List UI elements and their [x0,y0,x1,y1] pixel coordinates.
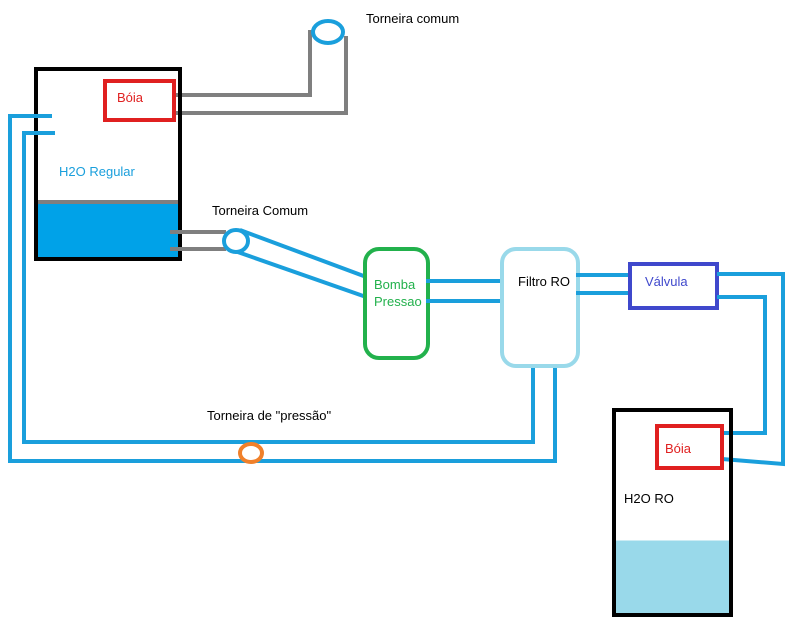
faucet-pump-pipe-upper [239,228,370,280]
pressure-pump [363,247,430,360]
filter-to-valve-pipes [576,273,630,295]
pump-label-line1: Bomba [374,277,416,292]
ro-filter [500,247,580,368]
valve-ro-pipe-inner [717,295,767,435]
regular-water-fill [36,202,180,259]
valve-to-ro-tank-pipes [717,272,785,467]
right-float-label: Bóia [665,441,692,456]
mid-faucet-label: Torneira Comum [212,203,308,218]
faucet-to-pump-pipes [231,228,370,300]
gray-outlet-pipes [170,230,226,251]
gray-pipe-upper [170,30,312,97]
valve [628,262,719,310]
regular-tank [34,67,182,261]
h2o-ro-label: H2O RO [624,491,674,506]
top-faucet-label: Torneira comum [366,11,459,26]
left-float-box [103,79,176,122]
outer-return-pipe [8,114,557,463]
valve-ro-pipe-outer [717,272,785,467]
right-float-box [655,424,724,470]
pump-label-line2: Pressao [374,294,422,309]
pump-to-filter-pipes [426,279,503,303]
ro-water-fill [614,542,731,615]
ro-tank [612,408,733,617]
left-return-pipes [8,114,557,463]
pressure-faucet-icon [238,442,264,464]
gray-pipe-lower [170,36,348,115]
gray-pipes [170,30,348,115]
pressure-faucet-label: Torneira de "pressão" [207,408,332,423]
left-float-label: Bóia [117,90,144,105]
filter-label: Filtro RO [518,274,570,289]
top-faucet-icon [311,19,345,45]
h2o-regular-label: H2O Regular [59,164,136,179]
valve-label: Válvula [645,274,688,289]
faucet-pump-pipe-lower [231,248,370,300]
inner-return-pipe [22,131,535,444]
mid-faucet-icon [222,228,250,254]
